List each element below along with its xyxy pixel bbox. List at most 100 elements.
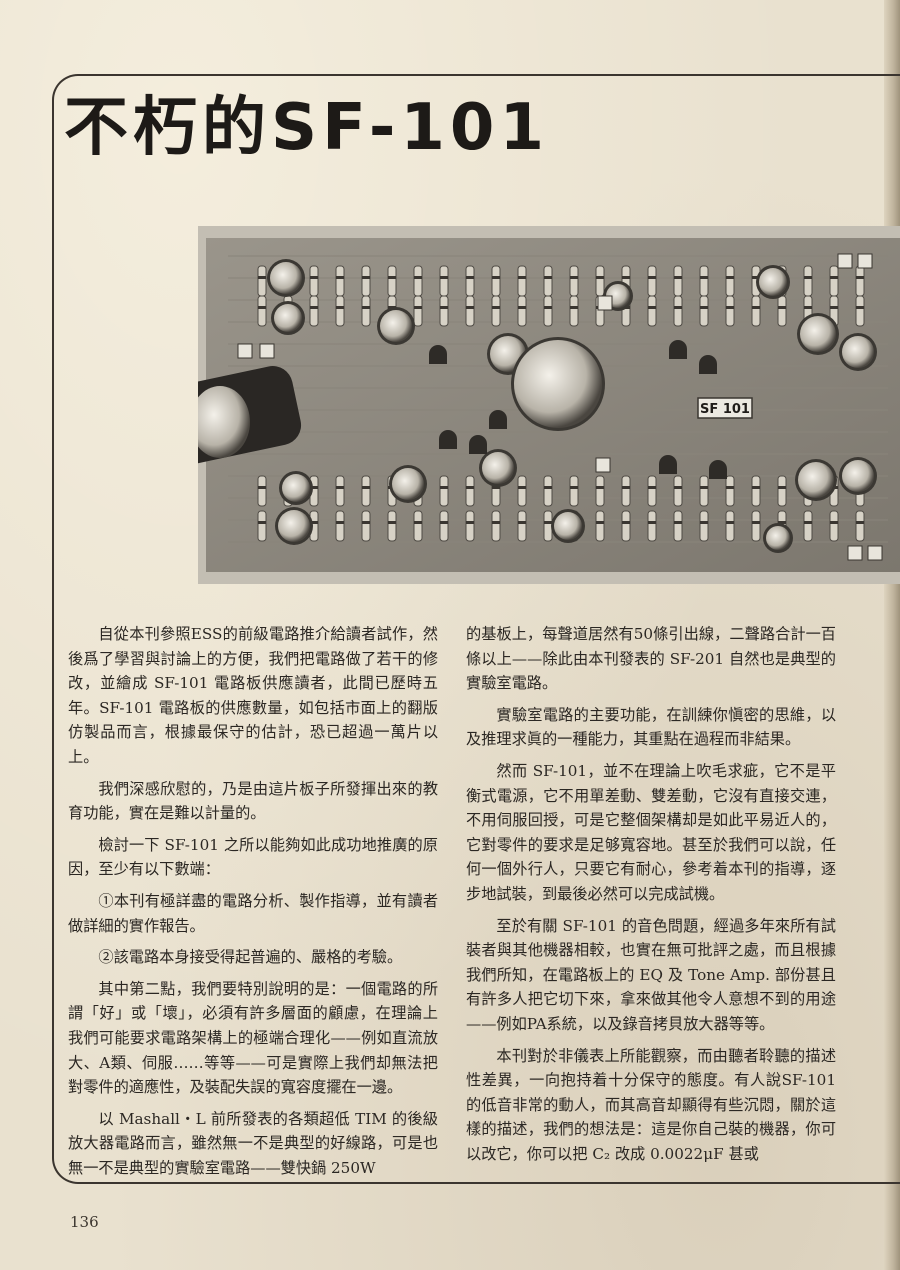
page-number: 136 bbox=[70, 1213, 99, 1231]
resistor-band bbox=[570, 276, 578, 279]
transistor bbox=[709, 460, 727, 479]
electrolytic-capacitor-top bbox=[274, 304, 302, 332]
resistor bbox=[647, 510, 657, 542]
resistor-band bbox=[596, 276, 604, 279]
resistor-band bbox=[258, 486, 266, 489]
resistor bbox=[439, 265, 449, 297]
resistor bbox=[361, 510, 371, 542]
resistor-band bbox=[492, 276, 500, 279]
resistor bbox=[491, 265, 501, 297]
resistor-band bbox=[726, 486, 734, 489]
resistor bbox=[829, 265, 839, 297]
electrolytic-capacitor-top bbox=[798, 462, 834, 498]
resistor bbox=[361, 475, 371, 507]
electrolytic-capacitor-top bbox=[759, 268, 787, 296]
resistor bbox=[257, 295, 267, 327]
resistor bbox=[335, 475, 345, 507]
resistor-band bbox=[518, 521, 526, 524]
resistor bbox=[725, 510, 735, 542]
resistor-band bbox=[674, 521, 682, 524]
resistor-band bbox=[466, 306, 474, 309]
resistor-band bbox=[544, 276, 552, 279]
electrolytic-capacitor-top bbox=[282, 474, 310, 502]
right-column: 的基板上，每聲道居然有50條引出線，二聲路合計一百條以上——除此由本刊發表的 S… bbox=[466, 622, 836, 1166]
left-paragraph-3: 檢討一下 SF-101 之所以能夠如此成功地推廣的原因，至少有以下數端： bbox=[68, 835, 438, 879]
resistor bbox=[803, 265, 813, 297]
resistor-band bbox=[336, 521, 344, 524]
resistor-band bbox=[544, 486, 552, 489]
resistor-band bbox=[310, 521, 318, 524]
resistor-band bbox=[466, 276, 474, 279]
left-paragraph-6: 其中第二點，我們要特別說明的是：一個電路的所謂「好」或「壞」，必須有許多層面的顧… bbox=[68, 979, 438, 1097]
resistor-band bbox=[700, 306, 708, 309]
resistor-band bbox=[622, 276, 630, 279]
transistor bbox=[489, 410, 507, 429]
component-marker bbox=[847, 545, 863, 561]
resistor bbox=[439, 475, 449, 507]
resistor bbox=[699, 265, 709, 297]
resistor-band bbox=[700, 486, 708, 489]
resistor-band bbox=[752, 306, 760, 309]
resistor-band bbox=[258, 306, 266, 309]
resistor-band bbox=[258, 521, 266, 524]
resistor-band bbox=[778, 521, 786, 524]
transistor bbox=[659, 455, 677, 474]
circuit-board-photo: SF 101 bbox=[198, 226, 900, 584]
resistor-band bbox=[726, 276, 734, 279]
resistor bbox=[335, 510, 345, 542]
resistor-band bbox=[570, 486, 578, 489]
resistor-band bbox=[492, 306, 500, 309]
resistor bbox=[673, 510, 683, 542]
board-label: SF 101 bbox=[697, 397, 753, 419]
resistor-band bbox=[310, 306, 318, 309]
resistor bbox=[647, 475, 657, 507]
resistor bbox=[803, 510, 813, 542]
resistor bbox=[595, 265, 605, 297]
resistor bbox=[491, 510, 501, 542]
circuit-board-illustration: SF 101 bbox=[198, 226, 900, 584]
electrolytic-capacitor-top bbox=[842, 460, 874, 492]
transistor bbox=[699, 355, 717, 374]
article-title: 不朽的SF-101 bbox=[64, 91, 549, 165]
resistor-band bbox=[674, 486, 682, 489]
resistor bbox=[465, 475, 475, 507]
resistor bbox=[569, 295, 579, 327]
electrolytic-capacitor-top bbox=[278, 510, 310, 542]
resistor-band bbox=[830, 276, 838, 279]
resistor bbox=[517, 475, 527, 507]
resistor bbox=[647, 295, 657, 327]
resistor-band bbox=[830, 521, 838, 524]
resistor-band bbox=[596, 486, 604, 489]
resistor bbox=[387, 265, 397, 297]
resistor bbox=[413, 295, 423, 327]
resistor-band bbox=[570, 306, 578, 309]
right-paragraph-2: 實驗室電路的主要功能，在訓練你愼密的思維，以及推理求眞的一種能力，其重點在過程而… bbox=[466, 705, 836, 749]
resistor-band bbox=[336, 306, 344, 309]
resistor-band bbox=[336, 486, 344, 489]
resistor bbox=[569, 475, 579, 507]
resistor-band bbox=[648, 486, 656, 489]
resistor-band bbox=[544, 521, 552, 524]
resistor bbox=[413, 265, 423, 297]
resistor bbox=[777, 475, 787, 507]
resistor bbox=[699, 475, 709, 507]
resistor bbox=[855, 510, 865, 542]
electrolytic-capacitor-top bbox=[842, 336, 874, 368]
resistor-band bbox=[388, 521, 396, 524]
resistor-band bbox=[856, 276, 864, 279]
right-paragraph-4: 至於有關 SF-101 的音色問題，經過多年來所有試裝者與其他機器相較，也實在無… bbox=[466, 916, 836, 1033]
resistor bbox=[465, 265, 475, 297]
resistor-band bbox=[648, 276, 656, 279]
resistor bbox=[335, 265, 345, 297]
electrolytic-capacitor-top bbox=[800, 316, 836, 352]
resistor bbox=[595, 475, 605, 507]
resistor bbox=[387, 510, 397, 542]
component-marker bbox=[597, 295, 613, 311]
component-marker bbox=[259, 343, 275, 359]
resistor-band bbox=[804, 306, 812, 309]
resistor bbox=[309, 265, 319, 297]
resistor bbox=[829, 510, 839, 542]
left-column: 自從本刊參照ESS的前級電路推介給讀者試作，然後爲了學習與討論上的方便，我們把電… bbox=[68, 622, 438, 1180]
resistor-band bbox=[362, 486, 370, 489]
right-paragraph-5: 本刊對於非儀表上所能觀察，而由聽者聆聽的描述性差異，一向抱持着十分保守的態度。有… bbox=[466, 1046, 836, 1163]
